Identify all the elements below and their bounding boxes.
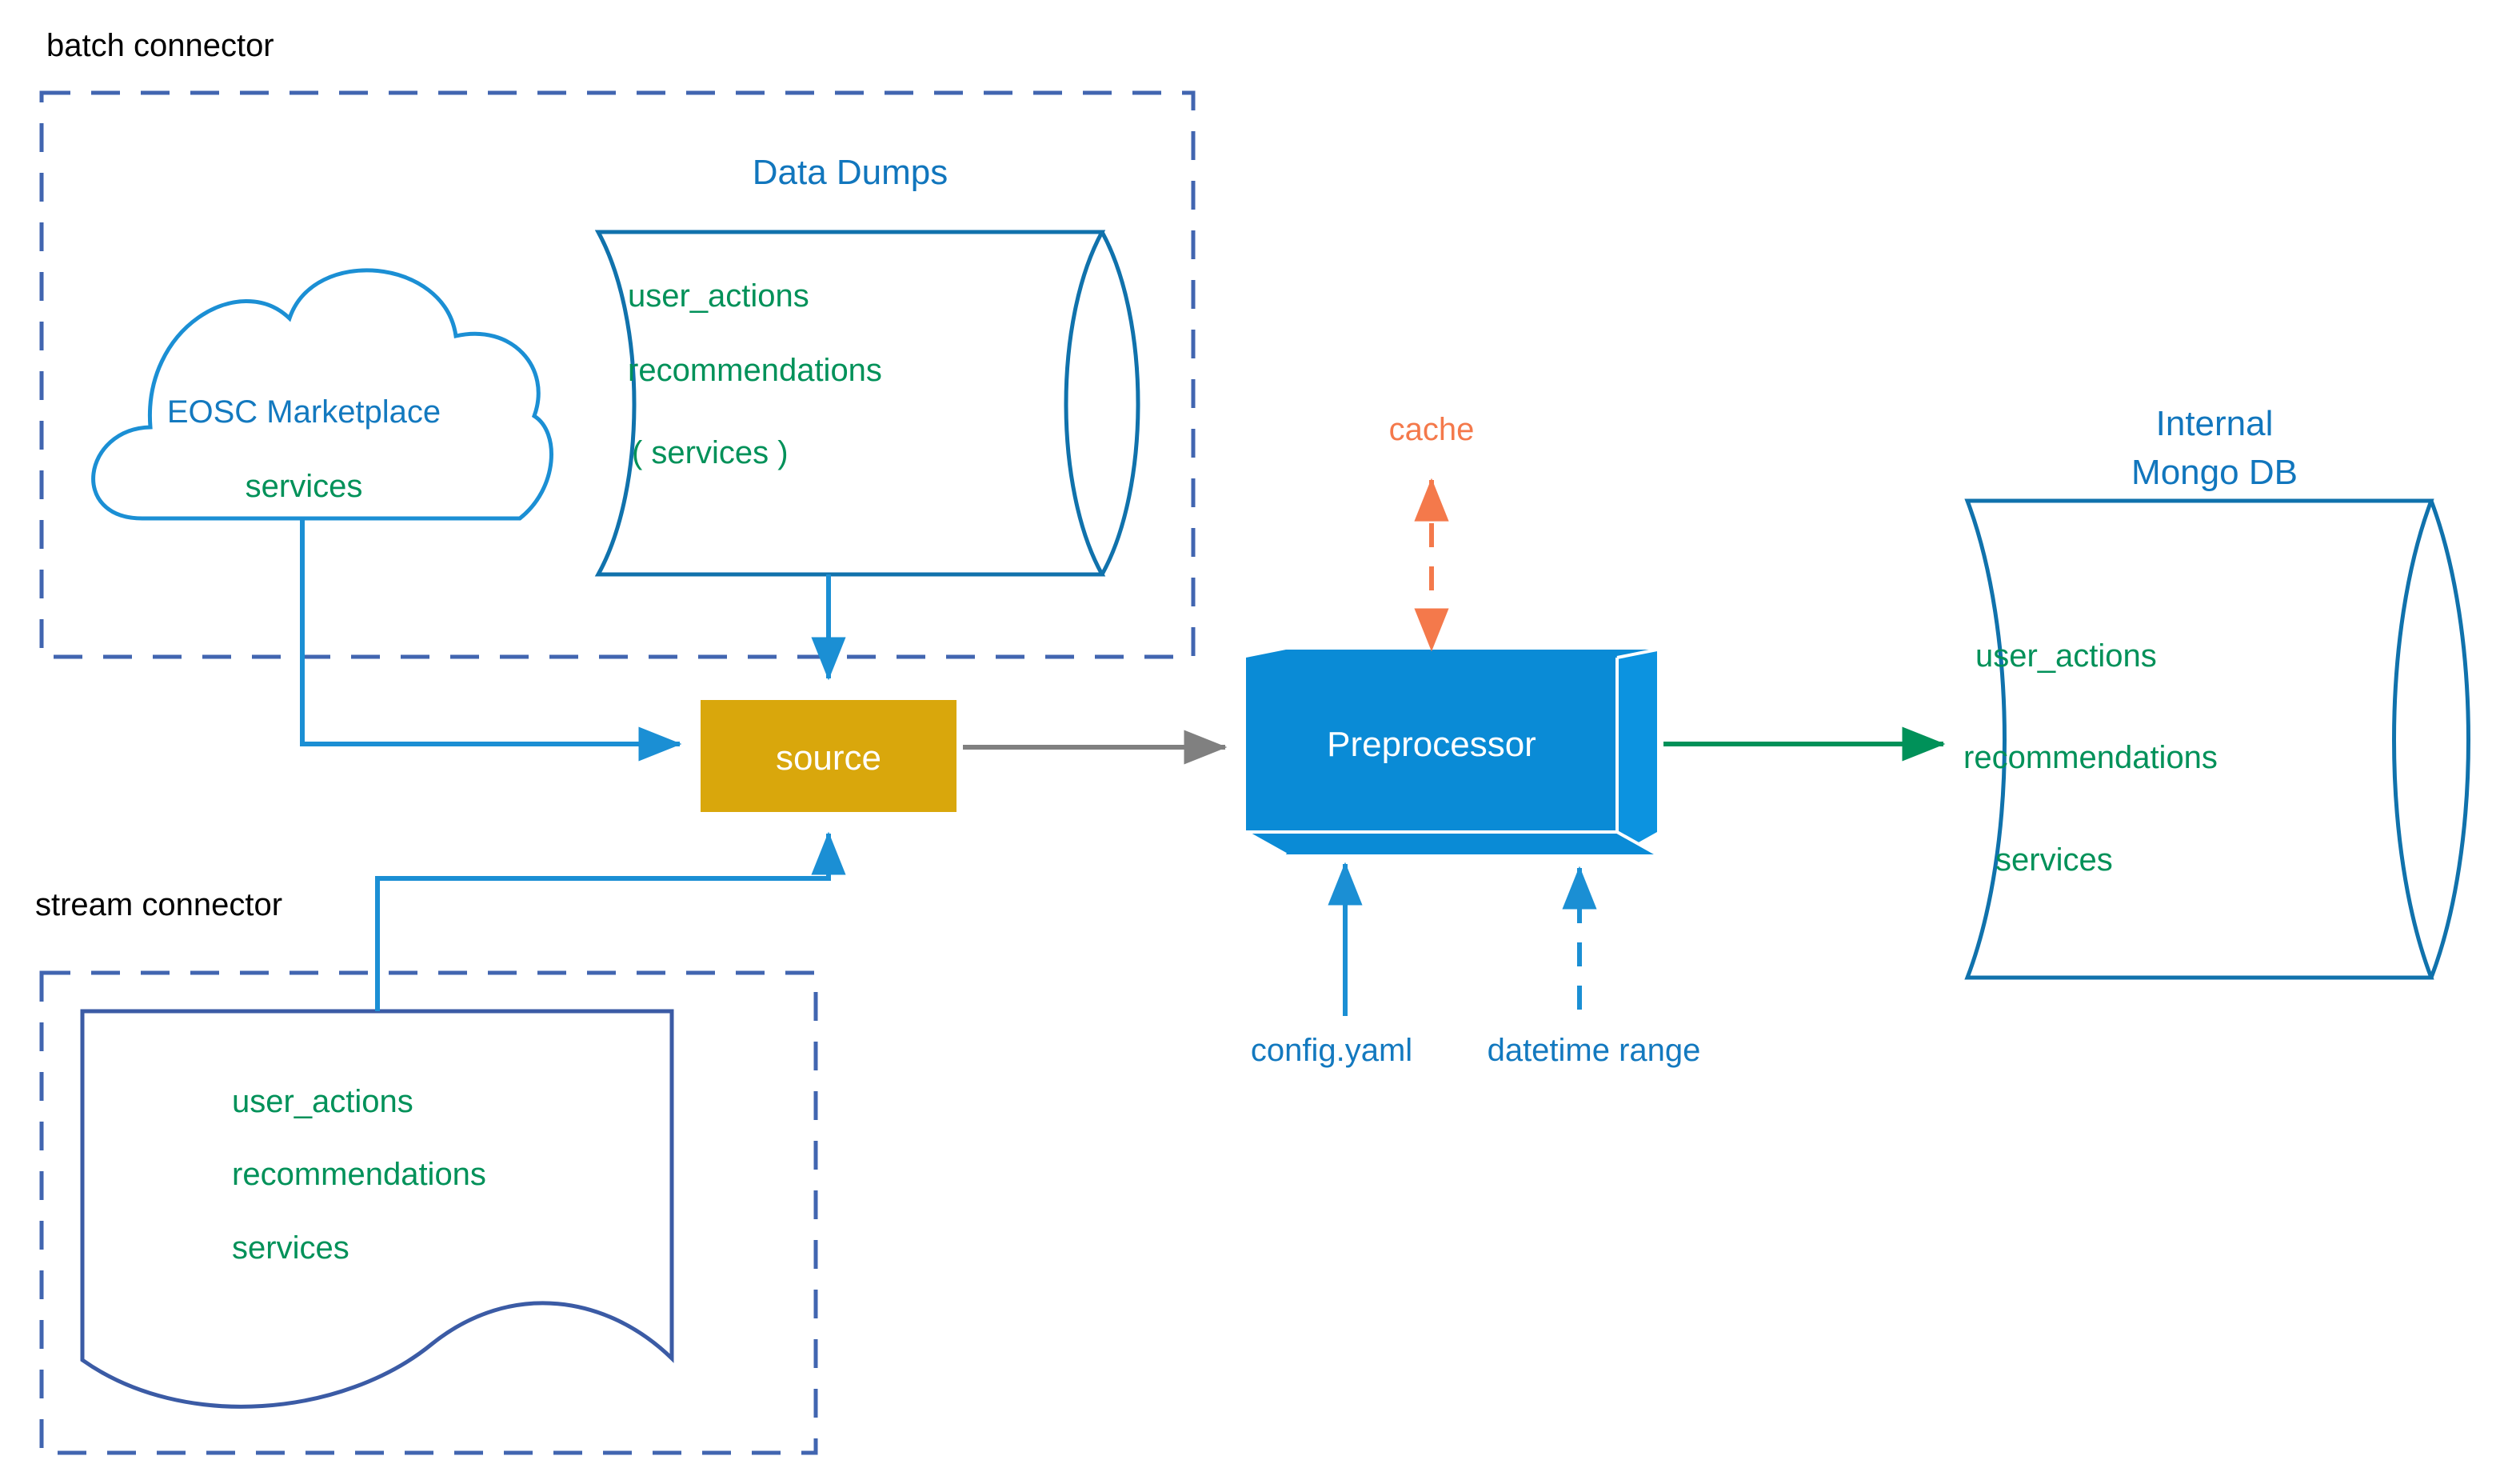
data-dumps-collection-user-actions: user_actions [628, 278, 809, 314]
data-dumps-cylinder-end-cap [1100, 230, 1140, 576]
mongo-db-collection-services: services [1995, 842, 2113, 878]
connector-stream-to-source [375, 831, 846, 1011]
preprocessor-node-label[interactable]: Preprocessor [1327, 725, 1536, 764]
mongo-db-title-line1: Internal [2155, 404, 2274, 443]
stream-document-collection-user-actions: user_actions [232, 1084, 413, 1119]
preprocessor-node-bottom-face [1246, 832, 1657, 854]
config-yaml-annotation-label: config.yaml [1250, 1033, 1413, 1068]
mongo-db-collection-user-actions: user_actions [1975, 638, 2157, 674]
source-node-label[interactable]: source [775, 738, 882, 778]
batch-connector-group-boundary [39, 90, 1196, 659]
data-dumps-title: Data Dumps [752, 153, 948, 192]
preprocessor-node-front-face[interactable] [1246, 658, 1617, 832]
stream-document-collection-recommendations: recommendations [232, 1157, 486, 1192]
stream-connector-group-label: stream connector [35, 887, 283, 922]
connector-cloud-to-source [300, 518, 682, 762]
stream-document-shape [80, 1009, 674, 1409]
data-dumps-collection-services: ( services ) [632, 435, 789, 470]
mongo-db-cylinder-end-cap [2429, 500, 2470, 978]
stream-document-collection-services: services [232, 1230, 349, 1266]
preprocessor-node-right-face [1617, 650, 1657, 854]
data-dumps-collection-recommendations: recommendations [628, 353, 882, 388]
preprocessor-node-top-face [1246, 650, 1657, 658]
stream-connector-group-boundary [39, 970, 818, 1455]
source-node-box[interactable] [701, 700, 956, 812]
eosc-marketplace-cloud-shape [91, 268, 553, 521]
batch-connector-group-label: batch connector [46, 28, 274, 63]
mongo-db-title-line2: Mongo DB [2131, 453, 2298, 492]
datetime-range-annotation-label: datetime range [1487, 1033, 1701, 1068]
eosc-marketplace-title: EOSC Marketplace [166, 394, 441, 430]
eosc-marketplace-collection-services: services [245, 469, 363, 504]
mongo-db-collection-recommendations: recommendations [1963, 740, 2218, 775]
preprocessor-node-edges [1245, 648, 1658, 856]
cache-annotation-label: cache [1388, 412, 1475, 447]
